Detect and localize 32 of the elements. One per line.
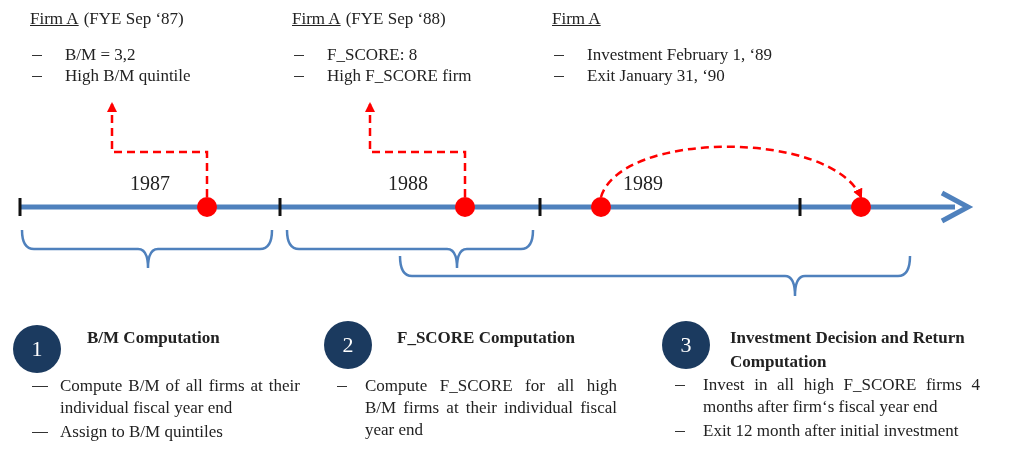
dashed-arrow: [599, 145, 863, 199]
note-text: F_SCORE: 8: [327, 44, 418, 65]
dashed-arrow: [107, 102, 209, 197]
step-text: Compute F_SCORE for all high B/M firms at their individual fiscal year end: [365, 375, 617, 441]
step-text: Invest in all high F_SCORE firms 4 months after firm‘s fiscal year end: [703, 374, 980, 418]
step-heading: B/M Computation: [87, 327, 221, 349]
step-heading: F_SCORE Computation: [397, 327, 577, 349]
step-text: Compute B/M of all firms at their individual fiscal year end: [60, 375, 300, 419]
year-label: 1987: [130, 172, 170, 195]
firm-name-heading: Firm A: [30, 9, 79, 28]
firm-name-heading: Firm A: [292, 9, 341, 28]
year-label: 1989: [623, 172, 663, 195]
step-number-circle: 3: [662, 321, 710, 369]
fiscal-year-note: (FYE Sep ‘87): [83, 9, 184, 28]
note-text: Exit January 31, ‘90: [587, 65, 725, 86]
event-dot: [455, 197, 475, 217]
step-number-circle: 1: [13, 325, 61, 373]
step-text: Assign to B/M quintiles: [60, 421, 223, 443]
event-dot: [197, 197, 217, 217]
year-label: 1988: [388, 172, 428, 195]
step-heading: Investment Decision and Return Computation: [730, 327, 966, 373]
note-text: High B/M quintile: [65, 65, 191, 86]
event-dot: [591, 197, 611, 217]
note-text: High F_SCORE firm: [327, 65, 472, 86]
note-text: Investment February 1, ‘89: [587, 44, 773, 65]
fiscal-year-note: (FYE Sep ‘88): [345, 9, 446, 28]
dashed-arrow: [365, 102, 467, 197]
step-number-circle: 2: [324, 321, 372, 369]
event-dot: [851, 197, 871, 217]
firm-name-heading: Firm A: [552, 9, 601, 28]
note-text: B/M = 3,2: [65, 44, 136, 65]
step-text: Exit 12 month after initial investment: [703, 420, 959, 442]
